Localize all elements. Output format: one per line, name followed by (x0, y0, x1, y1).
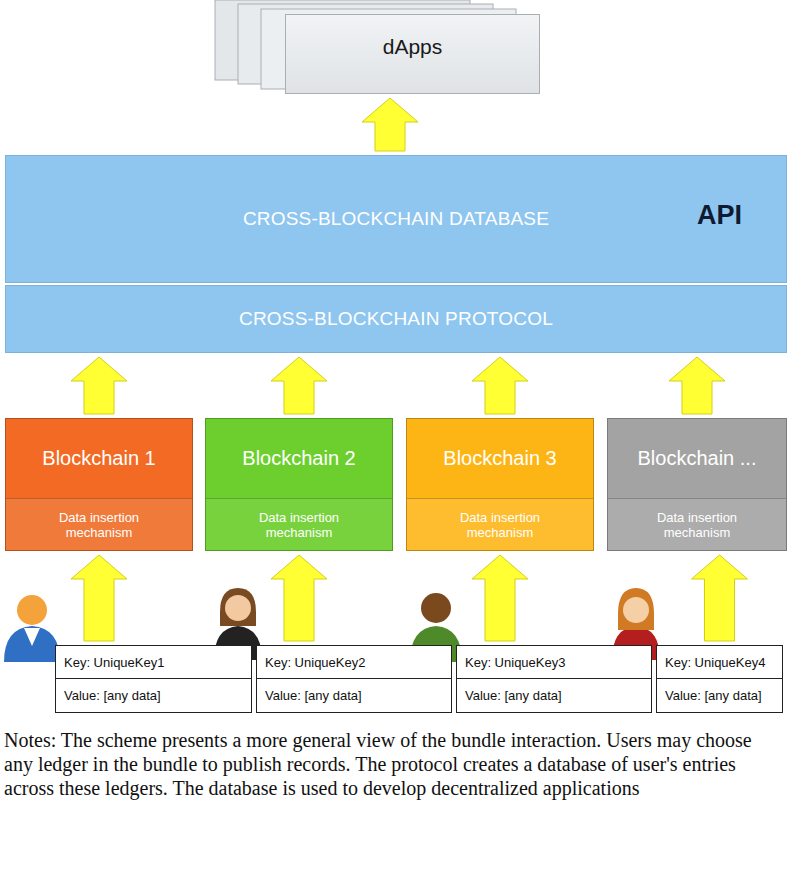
insertion-band: Data insertion mechanism (608, 498, 786, 550)
value-cell: Value: [any data] (256, 679, 452, 713)
user-icon (4, 595, 60, 662)
blockchain-box: Blockchain 1Data insertion mechanism (5, 418, 193, 551)
api-label: API (697, 200, 742, 231)
flow-arrow (362, 98, 418, 151)
layer-title: CROSS-BLOCKCHAIN PROTOCOL (239, 308, 553, 330)
key-cell: Key: UniqueKey3 (456, 645, 652, 679)
insertion-band: Data insertion mechanism (206, 498, 392, 550)
key-value-record: Key: UniqueKey1Value: [any data] (55, 645, 252, 713)
layer-band: CROSS-BLOCKCHAIN PROTOCOL (5, 285, 787, 353)
app-page: dApps (285, 14, 540, 94)
insertion-band: Data insertion mechanism (6, 498, 192, 550)
blockchain-box: Blockchain 2Data insertion mechanism (205, 418, 393, 551)
flow-arrow (271, 357, 327, 414)
flow-arrow (271, 555, 327, 641)
key-cell: Key: UniqueKey2 (256, 645, 452, 679)
blockchain-title: Blockchain 3 (407, 419, 593, 498)
flow-arrow (669, 357, 725, 414)
blockchain-box: Blockchain ...Data insertion mechanism (607, 418, 787, 551)
layer-band: CROSS-BLOCKCHAIN DATABASE API (5, 155, 787, 283)
key-value-record: Key: UniqueKey2Value: [any data] (256, 645, 452, 713)
value-cell: Value: [any data] (656, 679, 783, 713)
figure-caption: Notes: The scheme presents a more genera… (4, 728, 784, 800)
insertion-band: Data insertion mechanism (407, 498, 593, 550)
key-value-record: Key: UniqueKey4Value: [any data] (656, 645, 783, 713)
flow-arrow (472, 555, 528, 641)
node-label: dApps (383, 35, 443, 59)
flow-arrow (692, 555, 748, 641)
flow-arrow (71, 555, 127, 641)
blockchain-title: Blockchain 1 (6, 419, 192, 498)
blockchain-title: Blockchain 2 (206, 419, 392, 498)
blockchain-box: Blockchain 3Data insertion mechanism (406, 418, 594, 551)
value-cell: Value: [any data] (55, 679, 252, 713)
key-cell: Key: UniqueKey1 (55, 645, 252, 679)
layer-title: CROSS-BLOCKCHAIN DATABASE (243, 208, 549, 230)
key-value-record: Key: UniqueKey3Value: [any data] (456, 645, 652, 713)
blockchain-title: Blockchain ... (608, 419, 786, 498)
flow-arrow (472, 357, 528, 414)
flow-arrow (71, 357, 127, 414)
key-cell: Key: UniqueKey4 (656, 645, 783, 679)
value-cell: Value: [any data] (456, 679, 652, 713)
